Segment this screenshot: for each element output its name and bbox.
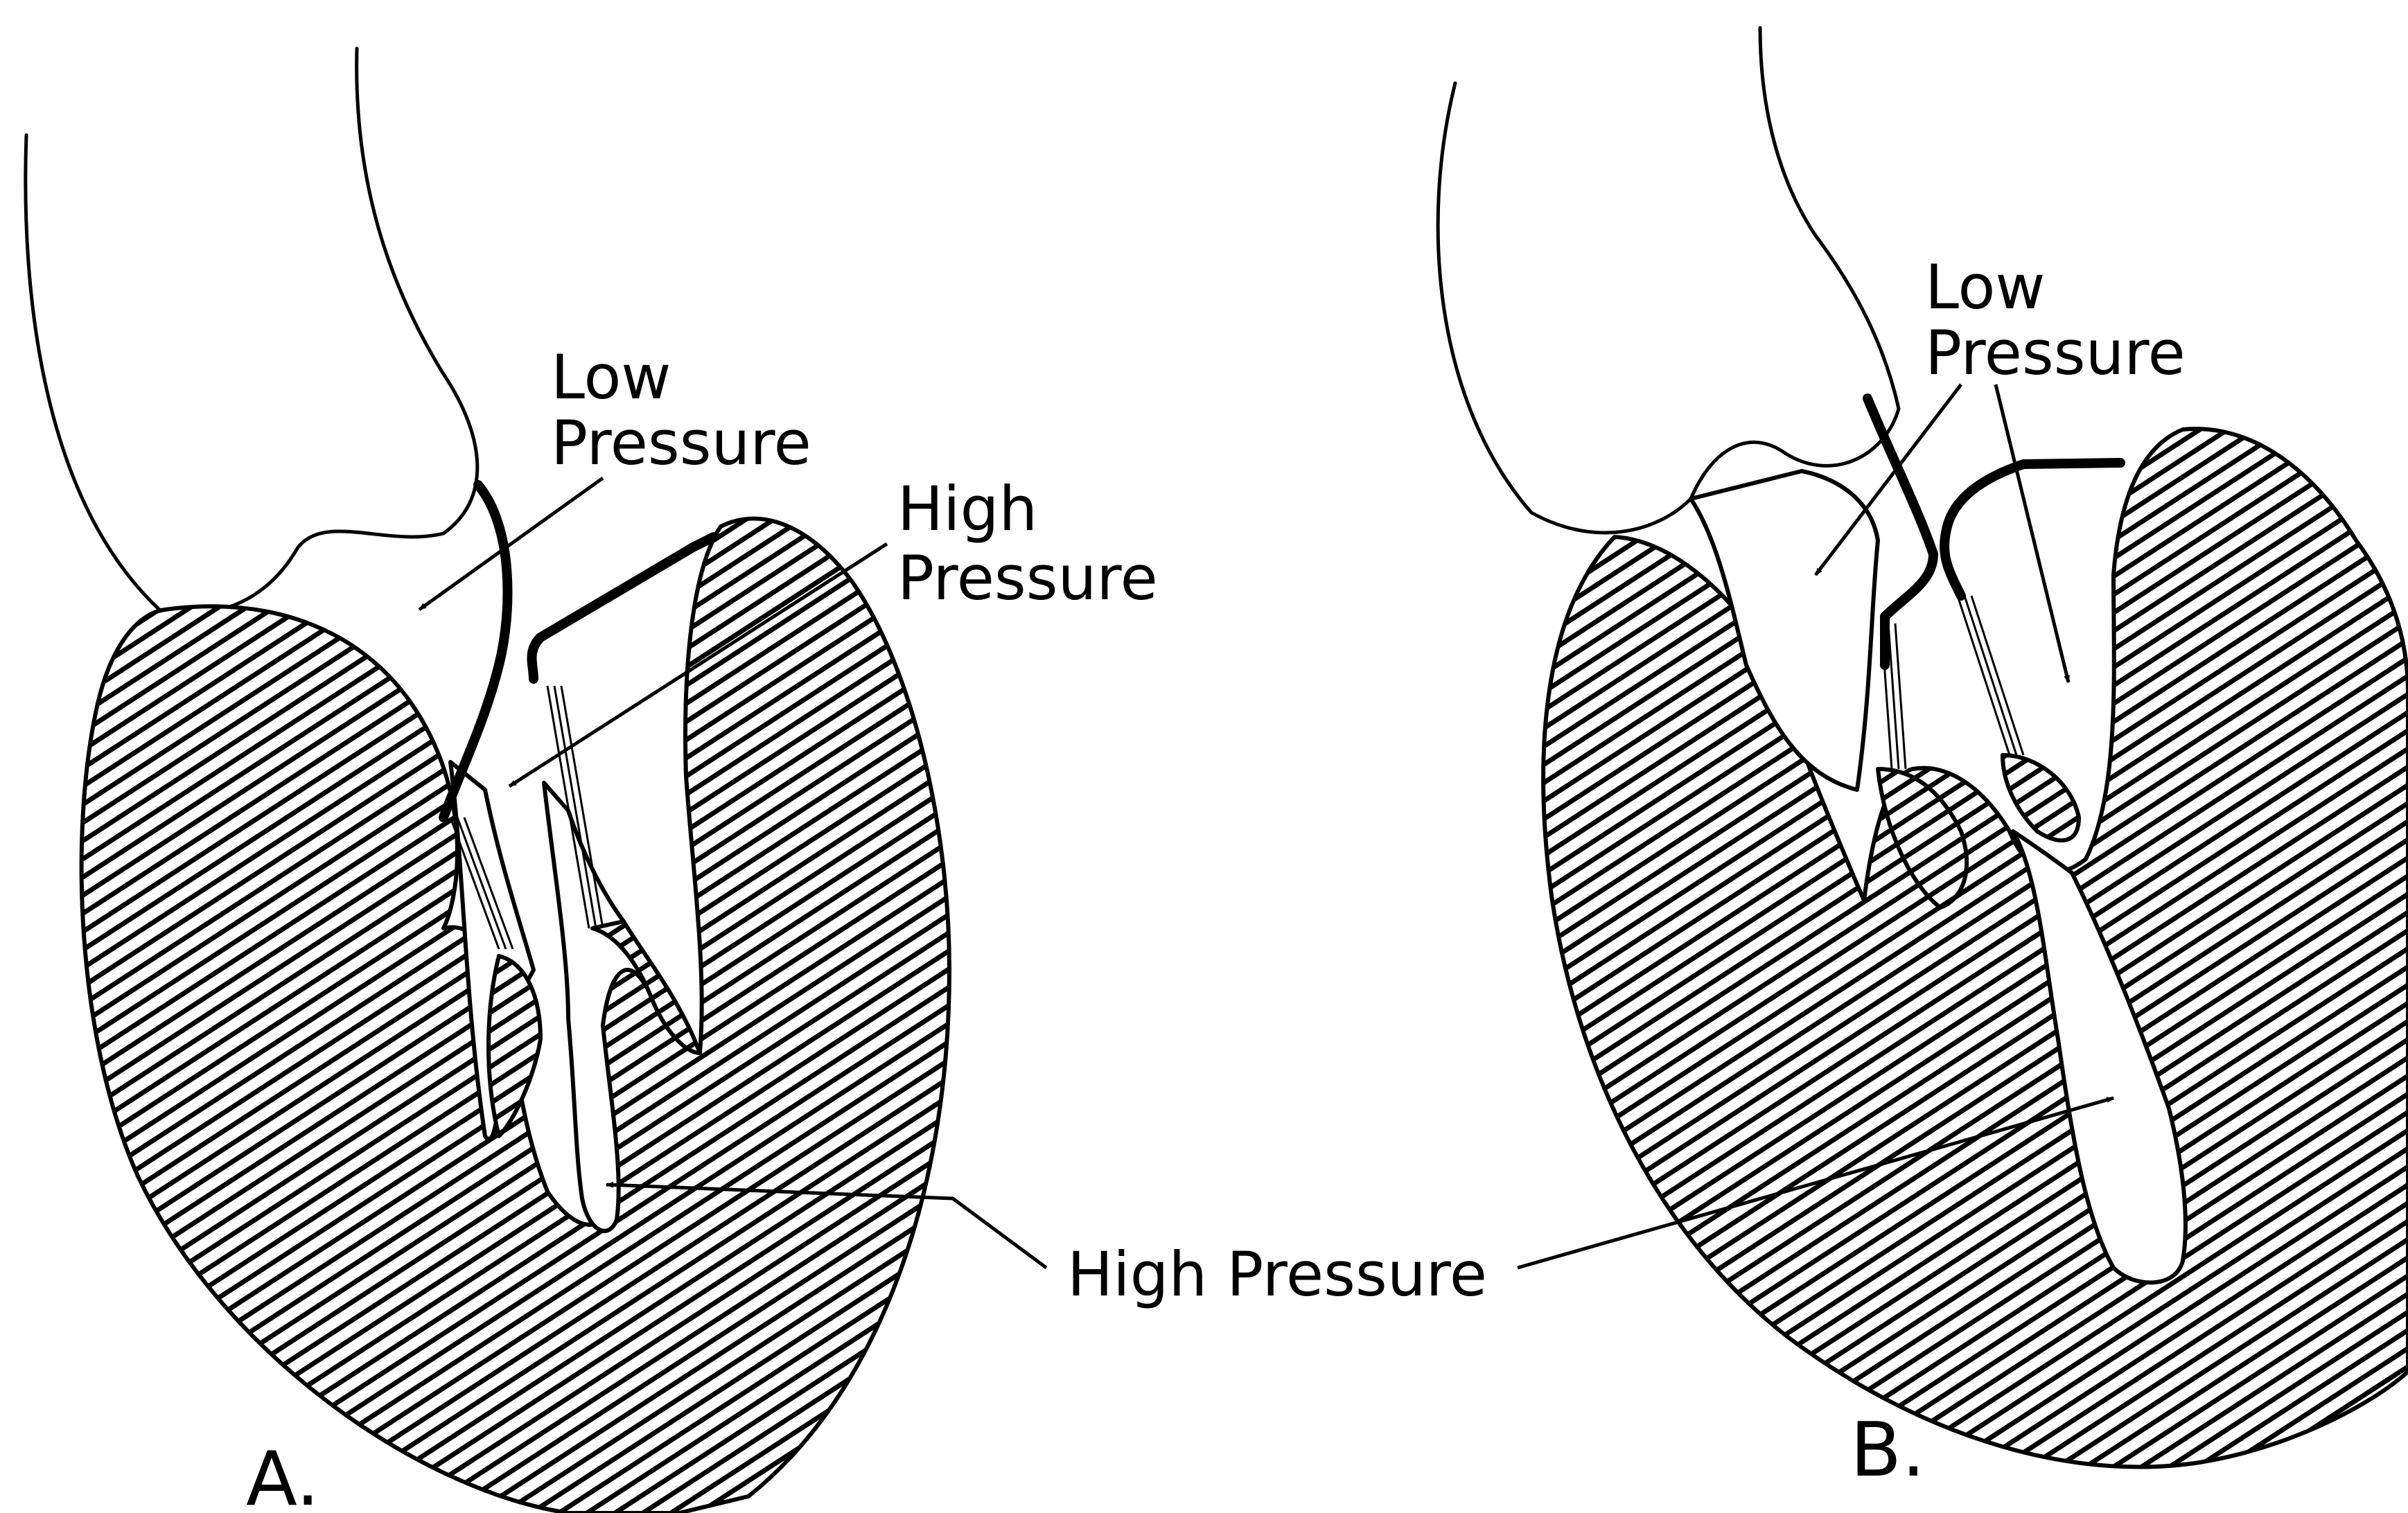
panel-b-ventricle-wall bbox=[1543, 429, 2408, 1467]
panel-b-atrium-outline bbox=[1438, 28, 1899, 533]
panel-a-label: A. bbox=[246, 1436, 319, 1513]
shared-high-pressure-label: High Pressure bbox=[1067, 1239, 1487, 1310]
panel-b-low-pressure-arrow-left bbox=[1816, 384, 1961, 575]
panel-b-low-pressure-line1: Low bbox=[1925, 251, 2045, 323]
panel-a-low-pressure-line2: Pressure bbox=[551, 407, 811, 479]
panel-a-papillary-left bbox=[489, 956, 541, 1136]
panel-b-chordae-right bbox=[1958, 596, 2023, 755]
panel-a-high-pressure-line2: Pressure bbox=[897, 542, 1158, 614]
panel-a-low-pressure-line1: Low bbox=[551, 342, 671, 413]
panel-b-low-pressure-line2: Pressure bbox=[1925, 317, 2186, 389]
panel-b-heart bbox=[1438, 28, 2408, 1467]
panel-a-heart bbox=[26, 48, 949, 1513]
panel-a-atrium-outline bbox=[26, 48, 477, 613]
panel-b-low-pressure-arrow-right bbox=[1996, 384, 2068, 682]
panel-b-papillary-right bbox=[2003, 755, 2079, 840]
panel-b-label: B. bbox=[1850, 1407, 1925, 1494]
panel-a-high-pressure-line1: High bbox=[897, 473, 1037, 545]
